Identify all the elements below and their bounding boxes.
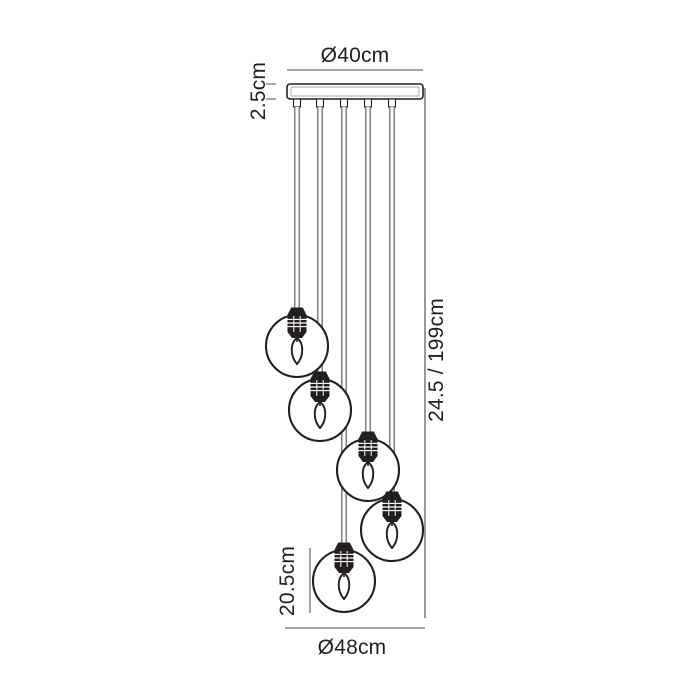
total-drop-label: 24.5 / 199cm <box>425 298 448 422</box>
cable-5-fill <box>389 107 395 494</box>
canopy-inner-outline <box>290 86 420 97</box>
cable-connector-1 <box>292 98 302 108</box>
cable-connector-5 <box>387 98 397 108</box>
cable-1 <box>294 107 300 310</box>
cable-4 <box>365 107 371 434</box>
spread-diameter-dimension: Ø48cm <box>285 627 425 659</box>
spread-diameter-label: Ø48cm <box>318 636 387 659</box>
canopy-diameter-label: Ø40cm <box>321 44 390 67</box>
shade-diameter-label: 20.5cm <box>276 546 299 616</box>
cable-2-fill <box>317 107 323 374</box>
cable-3-fill <box>341 107 347 545</box>
cable-4-fill <box>365 107 371 434</box>
canopy-diameter-dimension: Ø40cm <box>287 44 423 71</box>
cable-connector-3 <box>339 98 349 108</box>
canopy-height-label: 2.5cm <box>247 62 270 120</box>
shade-diameter-dimension: 20.5cm <box>276 546 311 616</box>
total-drop-dimension: 24.5 / 199cm <box>424 88 448 618</box>
cable-5 <box>389 107 395 494</box>
ceiling-canopy-plate <box>286 83 424 108</box>
cable-connector-2 <box>315 98 325 108</box>
cable-connector-4 <box>363 98 373 108</box>
cable-1-fill <box>294 107 300 310</box>
canopy-height-dimension: 2.5cm <box>247 62 276 120</box>
